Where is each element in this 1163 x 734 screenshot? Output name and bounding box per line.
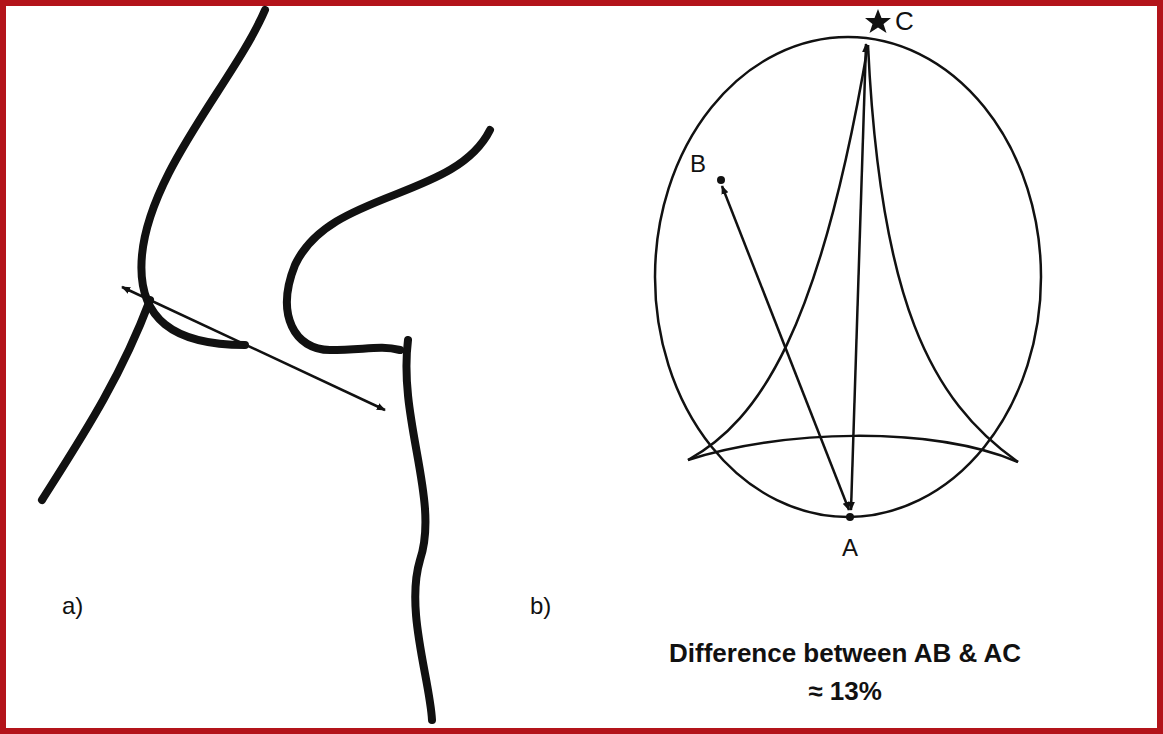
- panel-label: b): [530, 592, 551, 620]
- point-a: [846, 513, 854, 521]
- frame-border: [3, 3, 1160, 731]
- arrow-ab: [722, 186, 849, 510]
- panel-label: a): [62, 592, 83, 620]
- width-arrow: [122, 287, 385, 410]
- right-lobe: [287, 130, 490, 350]
- sphere-circle: [655, 37, 1041, 517]
- body-outline: [42, 10, 490, 720]
- point-label: B: [690, 150, 706, 178]
- point-label: A: [842, 534, 858, 562]
- point-label: C: [895, 6, 914, 37]
- left-lobe: [141, 10, 265, 345]
- spherical-triangle: [688, 45, 1018, 462]
- right-outer-line: [406, 340, 432, 720]
- point-b: [717, 176, 725, 184]
- arrow-ac: [851, 44, 866, 510]
- star-symbol: [865, 9, 891, 33]
- left-outer-line: [42, 300, 150, 500]
- caption: Difference between AB & AC ≈ 13%: [659, 635, 1031, 710]
